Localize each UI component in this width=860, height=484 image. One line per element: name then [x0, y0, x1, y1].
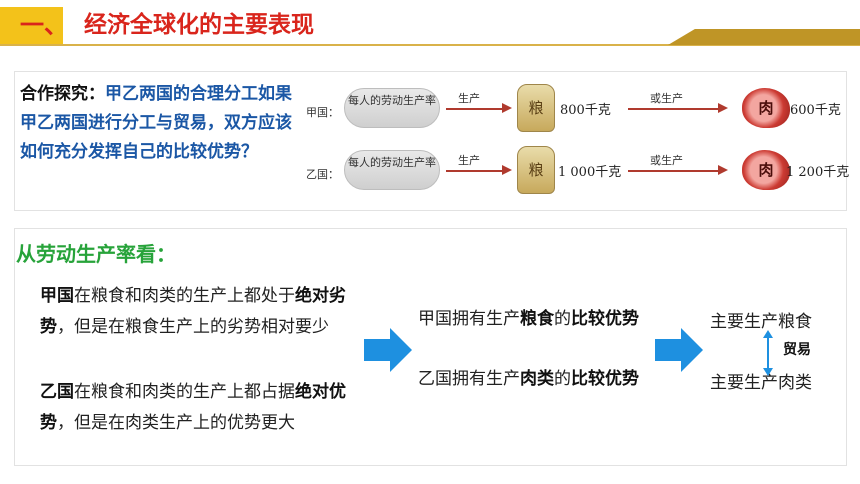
row-jia-verb2: 或生产 [650, 92, 683, 105]
row-jia-arrow1-icon [502, 103, 512, 113]
page-title: 经济全球化的主要表现 [84, 12, 314, 38]
row-yi-arrow2-line [628, 170, 720, 172]
yi-output: 主要生产肉类 [710, 373, 812, 393]
yi-strong: 绝对优势 [40, 382, 346, 433]
right-arrow-icon [655, 328, 703, 372]
row-yi-verb2: 或生产 [650, 154, 683, 167]
analysis-title: 从劳动生产率看： [16, 242, 176, 266]
row-yi-verb1: 生产 [458, 154, 480, 167]
analysis-card [14, 228, 847, 466]
row-yi-country: 乙国： [306, 168, 339, 181]
row-jia-meat-amount: 600千克 [790, 103, 841, 118]
yi-country: 乙国 [40, 382, 74, 402]
right-arrow-icon [364, 328, 412, 372]
grain-sack-icon: 粮 [517, 146, 555, 194]
row-jia-arrow2-icon [718, 103, 728, 113]
header-divider [0, 44, 860, 46]
row-jia-grain-amount: 800千克 [560, 103, 611, 118]
inquiry-label: 合作探究： [20, 84, 105, 104]
jia-country: 甲国 [40, 286, 74, 306]
row-jia-country: 甲国： [306, 106, 339, 119]
jia-result: 甲国拥有生产粮食的比较优势 [418, 309, 639, 329]
row-yi-meat-amount: 1 200千克 [786, 165, 850, 180]
meat-icon: 肉 [742, 150, 790, 190]
yi-result: 乙国拥有生产肉类的比较优势 [418, 369, 639, 389]
double-arrow-icon [763, 330, 773, 376]
jia-strong: 绝对劣势 [40, 286, 346, 337]
row-yi-productivity: 每人的劳动生产率 [344, 150, 440, 190]
row-jia-productivity: 每人的劳动生产率 [344, 88, 440, 128]
header-stripe [668, 29, 860, 45]
inquiry-question: 合作探究：甲乙两国的合理分工如果甲乙两国进行分工与贸易，双方应该如何充分发挥自己… [20, 80, 306, 167]
row-yi-grain-amount: 1 000千克 [558, 165, 622, 180]
jia-analysis: 甲国在粮食和肉类的生产上都处于绝对劣势，但是在粮食生产上的劣势相对要少 [40, 286, 346, 337]
row-yi-arrow2-icon [718, 165, 728, 175]
section-number: 一、 [20, 11, 68, 39]
header-accent-block [0, 7, 63, 45]
row-yi-arrow1-line [446, 170, 504, 172]
row-yi-arrow1-icon [502, 165, 512, 175]
row-jia-arrow1-line [446, 108, 504, 110]
row-jia-arrow2-line [628, 108, 720, 110]
grain-sack-icon: 粮 [517, 84, 555, 132]
meat-icon: 肉 [742, 88, 790, 128]
row-jia-verb1: 生产 [458, 92, 480, 105]
trade-label: 贸易 [783, 342, 811, 358]
yi-analysis: 乙国在粮食和肉类的生产上都占据绝对优势，但是在肉类生产上的优势更大 [40, 382, 346, 433]
inquiry-text: 甲乙两国的合理分工如果甲乙两国进行分工与贸易，双方应该如何充分发挥自己的比较优势… [20, 84, 292, 162]
jia-output: 主要生产粮食 [710, 312, 812, 332]
